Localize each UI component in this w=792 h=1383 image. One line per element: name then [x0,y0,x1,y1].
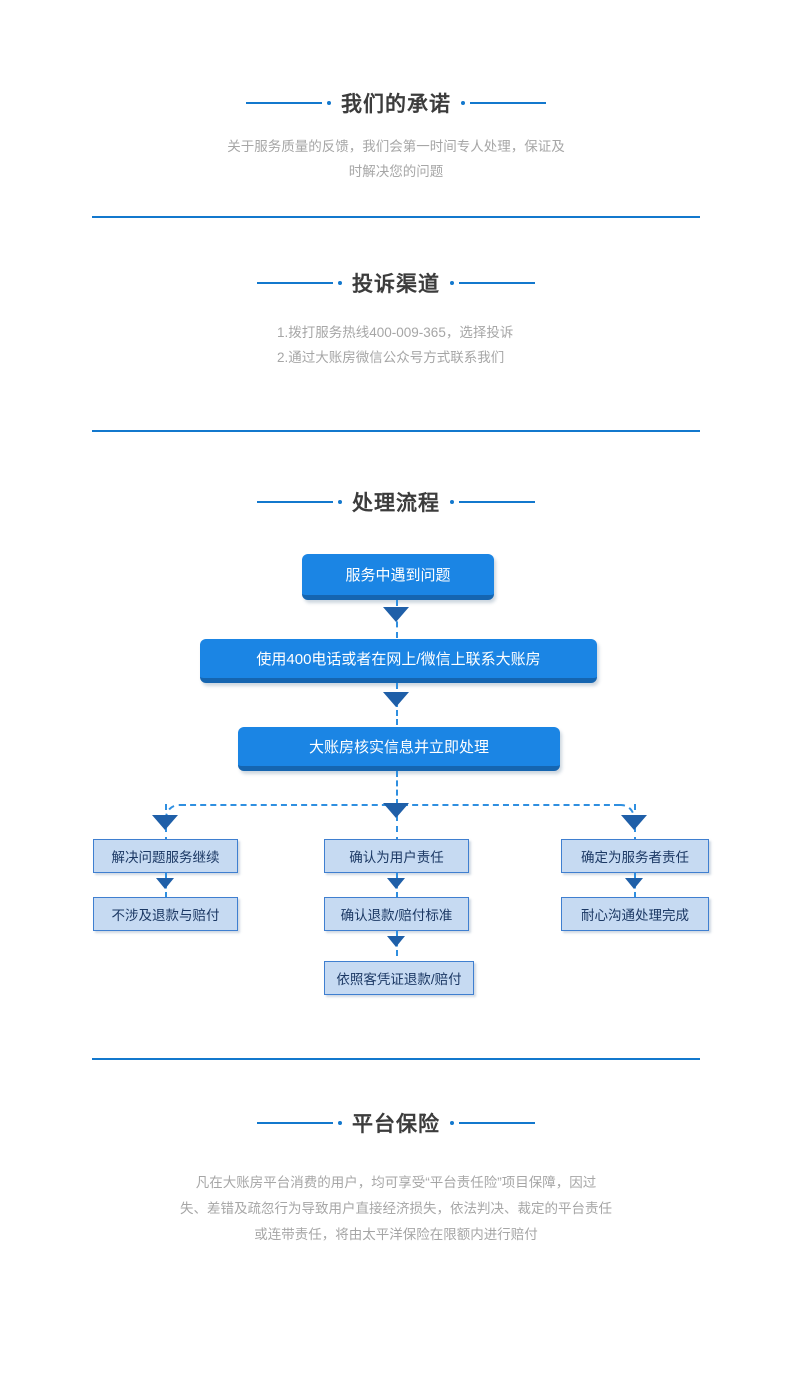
insurance-body-line-3: 或连带责任，将由太平洋保险在限额内进行赔付 [254,1227,538,1242]
flow-node-left-2: 不涉及退款与赔付 [93,897,238,931]
flow-node-step3-label: 大账房核实信息并立即处理 [308,739,489,756]
promise-body-line-2: 时解决您的问题 [348,164,444,179]
title-deco-left-bar [257,282,333,284]
title-deco-right-dot [450,281,454,285]
title-deco-right-bar [459,501,535,503]
title-deco-left [257,500,342,504]
section-title-complaint: 投诉渠道 [0,268,792,298]
arrowhead-step2-step3 [383,692,409,707]
section-title-insurance: 平台保险 [0,1108,792,1138]
arrowhead-right-1-2 [625,878,643,889]
title-deco-left [246,101,331,105]
flow-node-right-1: 确定为服务者责任 [561,839,709,873]
insurance-heading: 平台保险 [352,1113,440,1136]
flow-node-right-2: 耐心沟通处理完成 [561,897,709,931]
flow-node-right-2-label: 耐心沟通处理完成 [581,908,689,923]
arrowhead-center-1-2 [387,878,405,889]
flow-node-step3: 大账房核实信息并立即处理 [238,727,560,771]
flow-node-left-1: 解决问题服务继续 [93,839,238,873]
flow-node-right-1-label: 确定为服务者责任 [581,850,689,865]
title-deco-right [450,281,535,285]
promise-body-line-1: 关于服务质量的反馈，我们会第一时间专人处理，保证及 [227,139,565,154]
complaint-channel-item: 1.拨打服务热线400-009-365，选择投诉 [277,325,514,340]
promise-heading: 我们的承诺 [341,93,451,116]
divider-2 [92,430,700,432]
title-deco-left-dot [338,281,342,285]
title-deco-right [450,500,535,504]
title-deco-right-bar [459,282,535,284]
arrowhead-branch-right [621,815,647,830]
flow-node-center-2-label: 确认退款/赔付标准 [340,908,453,923]
flow-node-left-2-label: 不涉及退款与赔付 [111,908,220,923]
insurance-body-line-1: 凡在大账房平台消费的用户，均可享受“平台责任险”项目保障，因过 [195,1175,597,1190]
title-deco-right-dot [450,500,454,504]
divider-3 [92,1058,700,1060]
arrowhead-branch-left [152,815,178,830]
title-deco-left-dot [338,500,342,504]
section-title-process: 处理流程 [0,487,792,517]
flow-node-step2-label: 使用400电话或者在网上/微信上联系大账房 [256,651,541,668]
section-title-promise: 我们的承诺 [0,88,792,118]
title-deco-left [257,281,342,285]
title-deco-left-bar [257,1122,333,1124]
title-deco-left-dot [338,1121,342,1125]
title-deco-right-dot [461,101,465,105]
arrowhead-center-2-3 [387,936,405,947]
flow-node-center-2: 确认退款/赔付标准 [324,897,469,931]
insurance-body: 凡在大账房平台消费的用户，均可享受“平台责任险”项目保障，因过 失、差错及疏忽行… [136,1170,656,1248]
arrowhead-branch-center [383,803,409,818]
insurance-body-line-2: 失、差错及疏忽行为导致用户直接经济损失，依法判决、裁定的平台责任 [180,1201,612,1216]
flow-node-left-1-label: 解决问题服务继续 [111,850,220,865]
flow-node-center-3-label: 依照客凭证退款/赔付 [336,972,462,987]
flow-node-center-1: 确认为用户责任 [324,839,469,873]
title-deco-right-bar [470,102,546,104]
arrowhead-step1-step2 [383,607,409,622]
title-deco-right [461,101,546,105]
flow-node-step1-label: 服务中遇到问题 [345,567,451,584]
flow-node-center-1-label: 确认为用户责任 [349,850,444,865]
branch-drop-center [396,804,398,843]
title-deco-left-bar [246,102,322,104]
connector-step3-bus [396,771,398,805]
title-deco-right-dot [450,1121,454,1125]
title-deco-right [450,1121,535,1125]
complaint-channel-item: 2.通过大账房微信公众号方式联系我们 [277,350,505,365]
process-heading: 处理流程 [352,492,440,515]
title-deco-right-bar [459,1122,535,1124]
complaint-heading: 投诉渠道 [352,273,440,296]
complaint-channels-list: 1.拨打服务热线400-009-365，选择投诉 2.通过大账房微信公众号方式联… [277,320,607,370]
title-deco-left [257,1121,342,1125]
flow-node-step2: 使用400电话或者在网上/微信上联系大账房 [200,639,597,683]
flow-node-step1: 服务中遇到问题 [302,554,494,600]
promise-body: 关于服务质量的反馈，我们会第一时间专人处理，保证及 时解决您的问题 [146,134,646,184]
flow-node-center-3: 依照客凭证退款/赔付 [324,961,474,995]
arrowhead-left-1-2 [156,878,174,889]
divider-1 [92,216,700,218]
title-deco-left-dot [327,101,331,105]
title-deco-left-bar [257,501,333,503]
